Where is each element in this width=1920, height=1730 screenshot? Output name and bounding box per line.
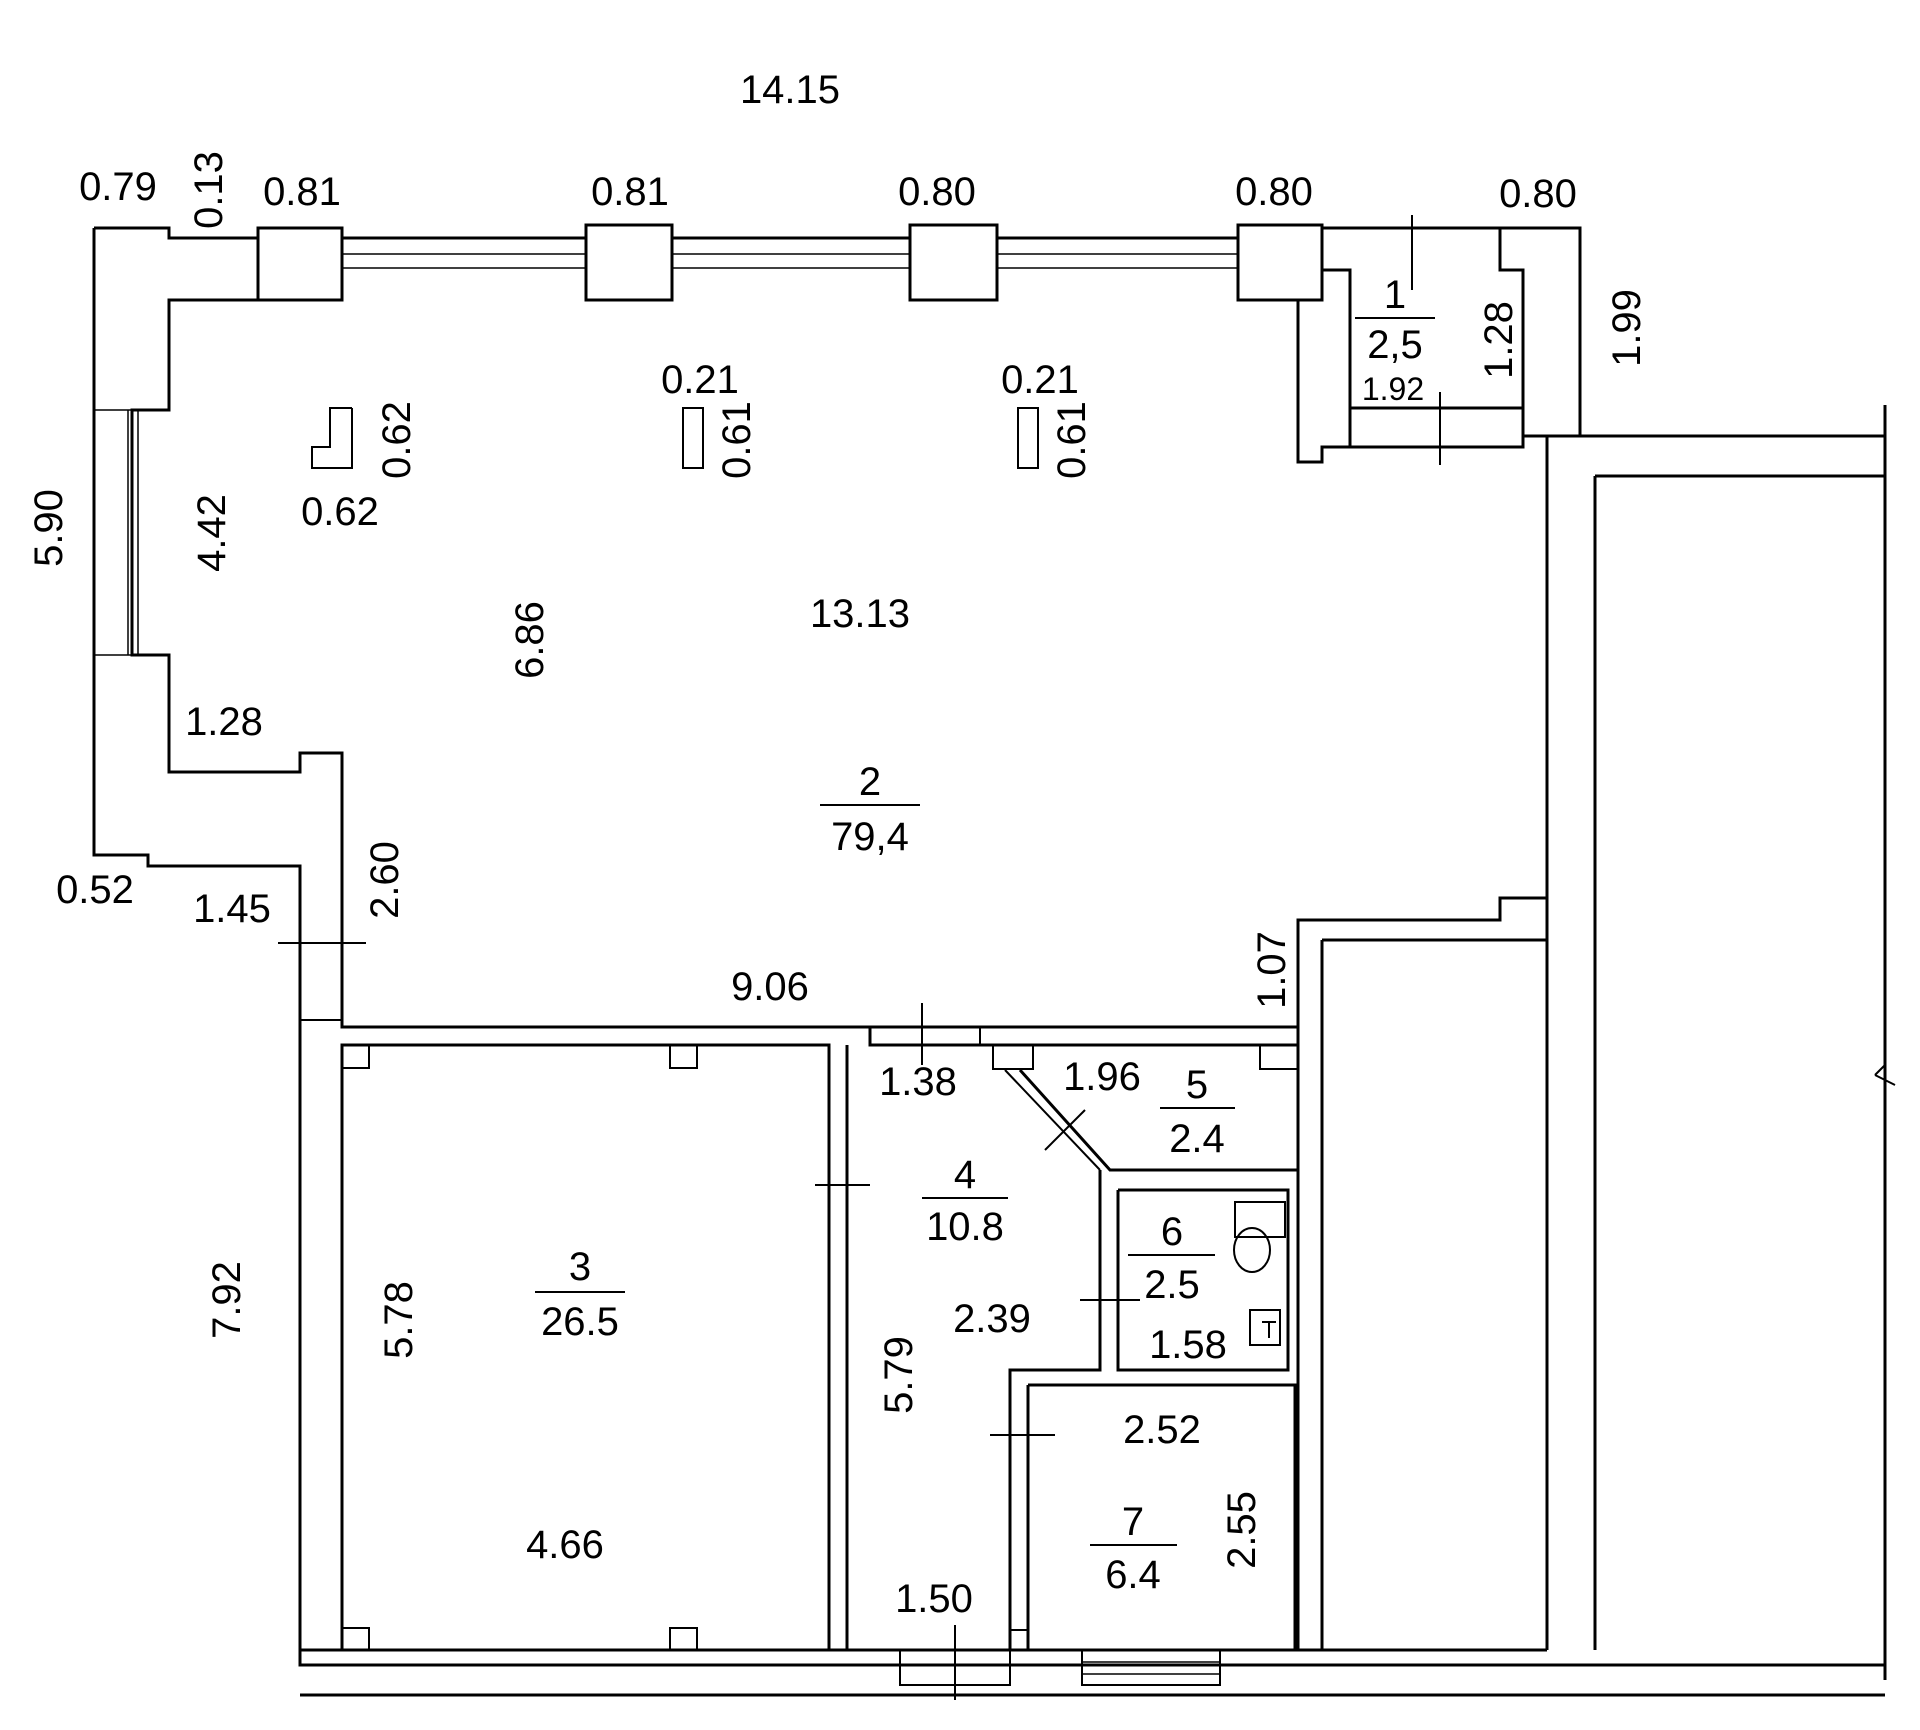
dim-255: 2.55 <box>1220 1491 1264 1569</box>
walls <box>92 223 1885 1667</box>
dim-239: 2.39 <box>953 1297 1031 1341</box>
room-5-area: 2.4 <box>1169 1117 1225 1161</box>
dim-579: 5.79 <box>877 1336 921 1414</box>
dim-062v: 0.62 <box>375 401 419 479</box>
column-1 <box>682 407 704 469</box>
dim-052: 0.52 <box>56 868 134 912</box>
dim-021a: 0.21 <box>661 358 739 402</box>
pier-2 <box>584 223 674 302</box>
dim-061b: 0.61 <box>1050 401 1094 479</box>
dim-080a: 0.80 <box>898 170 976 214</box>
dim-138: 1.38 <box>879 1060 957 1104</box>
dim-192: 1.92 <box>1362 371 1424 407</box>
column-2 <box>1017 407 1039 469</box>
right-corridor <box>300 405 1896 1680</box>
room-1-area: 2,5 <box>1367 323 1423 367</box>
dim-466: 4.66 <box>526 1523 604 1567</box>
room-5-number: 5 <box>1186 1063 1208 1107</box>
dim-021b: 0.21 <box>1001 358 1079 402</box>
room-2-area: 79,4 <box>831 815 909 859</box>
dim-107: 1.07 <box>1250 931 1294 1009</box>
room-7-area: 6.4 <box>1105 1553 1161 1597</box>
columns <box>311 407 1039 469</box>
dim-158: 1.58 <box>1149 1323 1227 1367</box>
room-4-number: 4 <box>954 1153 976 1197</box>
pier-4 <box>1236 223 1324 302</box>
dim-260: 2.60 <box>363 841 407 919</box>
dim-1313: 13.13 <box>810 592 910 636</box>
dim-080b: 0.80 <box>1235 170 1313 214</box>
room-3-number: 3 <box>569 1245 591 1289</box>
room-7-number: 7 <box>1122 1500 1144 1544</box>
top-facade <box>342 223 1885 464</box>
dim-128: 1.28 <box>185 700 263 744</box>
dim-252: 2.52 <box>1123 1408 1201 1452</box>
room-1-walls <box>1322 215 1582 465</box>
pier-3 <box>908 223 999 302</box>
dim-442: 4.42 <box>190 494 234 572</box>
dim-081b: 0.81 <box>591 170 669 214</box>
dim-145: 1.45 <box>193 887 271 931</box>
dim-590: 5.90 <box>27 489 71 567</box>
dim-199: 1.99 <box>1605 289 1649 367</box>
dim-062h: 0.62 <box>301 490 379 534</box>
dim-overall: 14.15 <box>740 68 840 112</box>
dim-196: 1.96 <box>1063 1055 1141 1099</box>
dim-578: 5.78 <box>377 1281 421 1359</box>
dim-150: 1.50 <box>895 1577 973 1621</box>
room-6-number: 6 <box>1161 1210 1183 1254</box>
dimension-labels: 14.15 0.79 0.13 0.81 0.81 0.80 0.80 0.80… <box>27 68 1649 1621</box>
dim-686: 6.86 <box>508 601 552 679</box>
outer-left-wall <box>92 228 1885 1667</box>
room-6-area: 2.5 <box>1144 1263 1200 1307</box>
room-labels: 1 2,5 2 79,4 3 26.5 4 10.8 5 2.4 6 2.5 7… <box>535 273 1435 1597</box>
dim-080c: 0.80 <box>1499 172 1577 216</box>
dim-128-room1: 1.28 <box>1477 301 1521 379</box>
dim-061a: 0.61 <box>715 401 759 479</box>
pier-1 <box>256 226 344 302</box>
room-1-number: 1 <box>1384 273 1406 317</box>
dim-792: 7.92 <box>205 1261 249 1339</box>
dim-906: 9.06 <box>731 965 809 1009</box>
dim-079: 0.79 <box>79 165 157 209</box>
inner-partitions <box>300 1003 1885 1700</box>
room-4-area: 10.8 <box>926 1205 1004 1249</box>
room-2-number: 2 <box>859 760 881 804</box>
dim-013: 0.13 <box>187 151 231 229</box>
dim-081a: 0.81 <box>263 170 341 214</box>
corner-column <box>311 407 353 469</box>
room-3-area: 26.5 <box>541 1300 619 1344</box>
